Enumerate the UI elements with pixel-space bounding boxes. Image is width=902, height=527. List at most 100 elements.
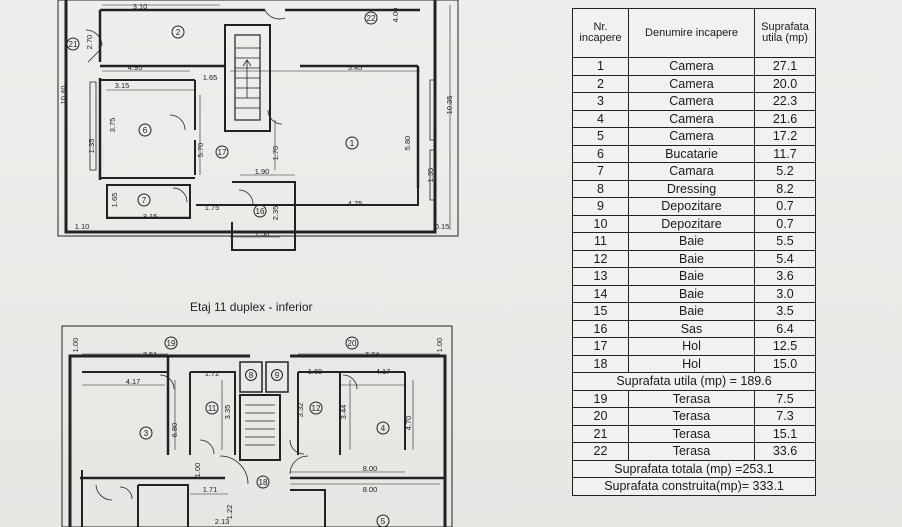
cell-area: 0.7 — [754, 214, 816, 233]
dimension-label: 1.00 — [435, 338, 444, 353]
room-label: 1 — [350, 139, 355, 148]
cell-nr: 7 — [572, 162, 629, 181]
dimension-label: 1.00 — [193, 463, 202, 478]
dimension-label: 3.44 — [339, 405, 348, 420]
cell-name: Terasa — [628, 442, 755, 461]
room-label: 19 — [167, 339, 176, 348]
room-label: 16 — [256, 207, 265, 216]
room-label: 5 — [381, 517, 386, 526]
plan-caption: Etaj 11 duplex - inferior — [190, 300, 313, 314]
room-label: 17 — [218, 148, 227, 157]
cell-area: 5.4 — [754, 249, 816, 268]
dimension-label: 1.10 — [75, 222, 90, 231]
cell-name: Camera — [628, 57, 755, 76]
sum-construita: Suprafata construita(mp)= 333.1 — [572, 477, 816, 496]
cell-area: 3.6 — [754, 267, 816, 286]
room-label: 8 — [249, 371, 254, 380]
dimension-label: 2.70 — [85, 35, 94, 50]
room-label: 2 — [176, 28, 181, 37]
cell-area: 11.7 — [754, 144, 816, 163]
room-label: 12 — [312, 404, 321, 413]
room-label: 18 — [259, 478, 268, 487]
cell-name: Terasa — [628, 407, 755, 426]
cell-area: 20.0 — [754, 74, 816, 93]
cell-name: Camera — [628, 74, 755, 93]
room-label: 21 — [69, 40, 78, 49]
cell-name: Sas — [628, 319, 755, 338]
cell-nr: 4 — [572, 109, 629, 128]
cell-nr: 12 — [572, 249, 629, 268]
cell-area: 15.1 — [754, 424, 816, 443]
cell-nr: 8 — [572, 179, 629, 198]
dimension-label: 4.95 — [128, 63, 143, 72]
dimension-label: 3.32 — [296, 403, 305, 418]
cell-name: Baie — [628, 232, 755, 251]
cell-area: 8.2 — [754, 179, 816, 198]
dimension-label: 7.34 — [365, 350, 380, 359]
dimension-label: 3.10 — [133, 2, 148, 11]
cell-area: 3.5 — [754, 302, 816, 321]
rooms-table: Nr. incapere Denumire incapere Suprafata… — [572, 8, 816, 496]
dimension-label: 4.75 — [348, 199, 363, 208]
dimension-label: 10.40 — [59, 86, 68, 105]
dimension-label: 4.70 — [404, 416, 413, 431]
dimension-label: 1.00 — [71, 338, 80, 353]
cell-nr: 6 — [572, 144, 629, 163]
table-header-row: Nr. incapere Denumire incapere Suprafata… — [572, 8, 816, 58]
cell-name: Camera — [628, 109, 755, 128]
room-label: 6 — [143, 126, 148, 135]
cell-name: Terasa — [628, 389, 755, 408]
header-name: Denumire incapere — [628, 8, 755, 58]
room-label: 20 — [348, 339, 357, 348]
cell-nr: 21 — [572, 424, 629, 443]
dimension-label: 10.35 — [445, 96, 454, 115]
cell-name: Dressing — [628, 179, 755, 198]
dimension-label: 0.15 — [435, 222, 450, 231]
cell-name: Camera — [628, 92, 755, 111]
dimension-label: 5.45 — [348, 63, 363, 72]
dimension-label: 1.35 — [426, 168, 435, 183]
cell-area: 3.0 — [754, 284, 816, 303]
dimension-label: 1.22 — [225, 505, 234, 520]
dimension-label: 1.70 — [271, 146, 280, 161]
room-label: 7 — [142, 196, 147, 205]
cell-area: 12.5 — [754, 337, 816, 356]
dimension-label: 5.80 — [403, 136, 412, 151]
cell-nr: 20 — [572, 407, 629, 426]
dimension-label: 2.13 — [215, 517, 230, 526]
cell-nr: 15 — [572, 302, 629, 321]
cell-area: 17.2 — [754, 127, 816, 146]
header-nr: Nr. incapere — [572, 8, 629, 58]
cell-name: Baie — [628, 249, 755, 268]
summary-row: Suprafata totala (mp) =253.1 — [572, 459, 816, 478]
cell-nr: 18 — [572, 354, 629, 373]
dimension-label: 1.75 — [205, 203, 220, 212]
dimension-label: 8.00 — [363, 485, 378, 494]
summary-row: Suprafata construita(mp)= 333.1 — [572, 477, 816, 496]
cell-name: Camara — [628, 162, 755, 181]
cell-nr: 17 — [572, 337, 629, 356]
sum-utila: Suprafata utila (mp) = 189.6 — [572, 372, 816, 391]
dimension-label: 7.51 — [143, 350, 158, 359]
dimension-label: 4.00 — [391, 8, 400, 23]
cell-nr: 11 — [572, 232, 629, 251]
dimension-label: 1.69 — [308, 367, 323, 376]
cell-nr: 9 — [572, 197, 629, 216]
dimension-label: 4.17 — [126, 377, 141, 386]
dimension-label: 1.35 — [87, 139, 96, 154]
cell-nr: 22 — [572, 442, 629, 461]
cell-nr: 14 — [572, 284, 629, 303]
